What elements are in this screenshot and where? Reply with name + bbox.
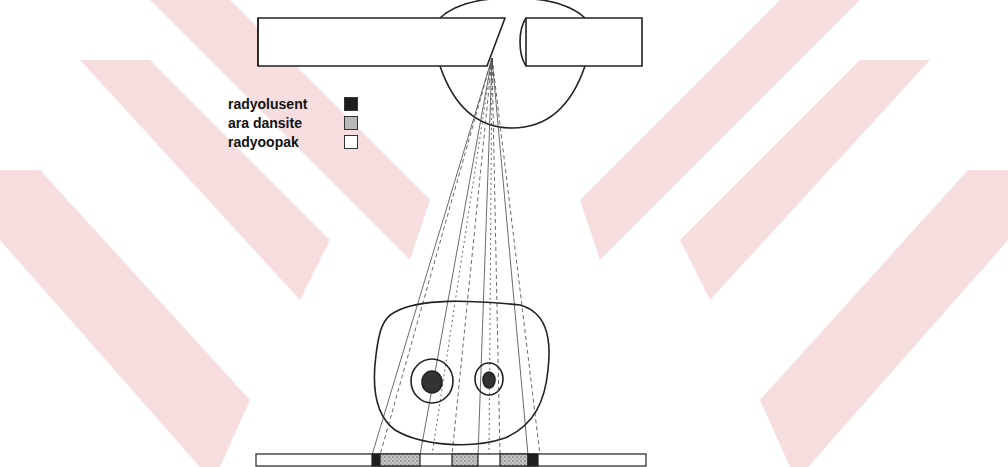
film-strip (256, 454, 646, 466)
legend-swatch (344, 97, 358, 111)
legend-swatch (344, 135, 358, 149)
legend-swatch (344, 116, 358, 130)
legend-label: radyolusent (228, 96, 342, 112)
jaw-section (374, 301, 549, 444)
legend-entry: radyolusent (228, 94, 358, 113)
legend-entry: ara dansite (228, 113, 358, 132)
legend-label: radyoopak (228, 134, 342, 150)
xray-tube (258, 0, 642, 128)
xray-beam (372, 58, 540, 455)
legend-entry: radyoopak (228, 132, 358, 151)
legend-label: ara dansite (228, 115, 342, 131)
legend: radyolusent ara dansite radyoopak (228, 94, 358, 151)
